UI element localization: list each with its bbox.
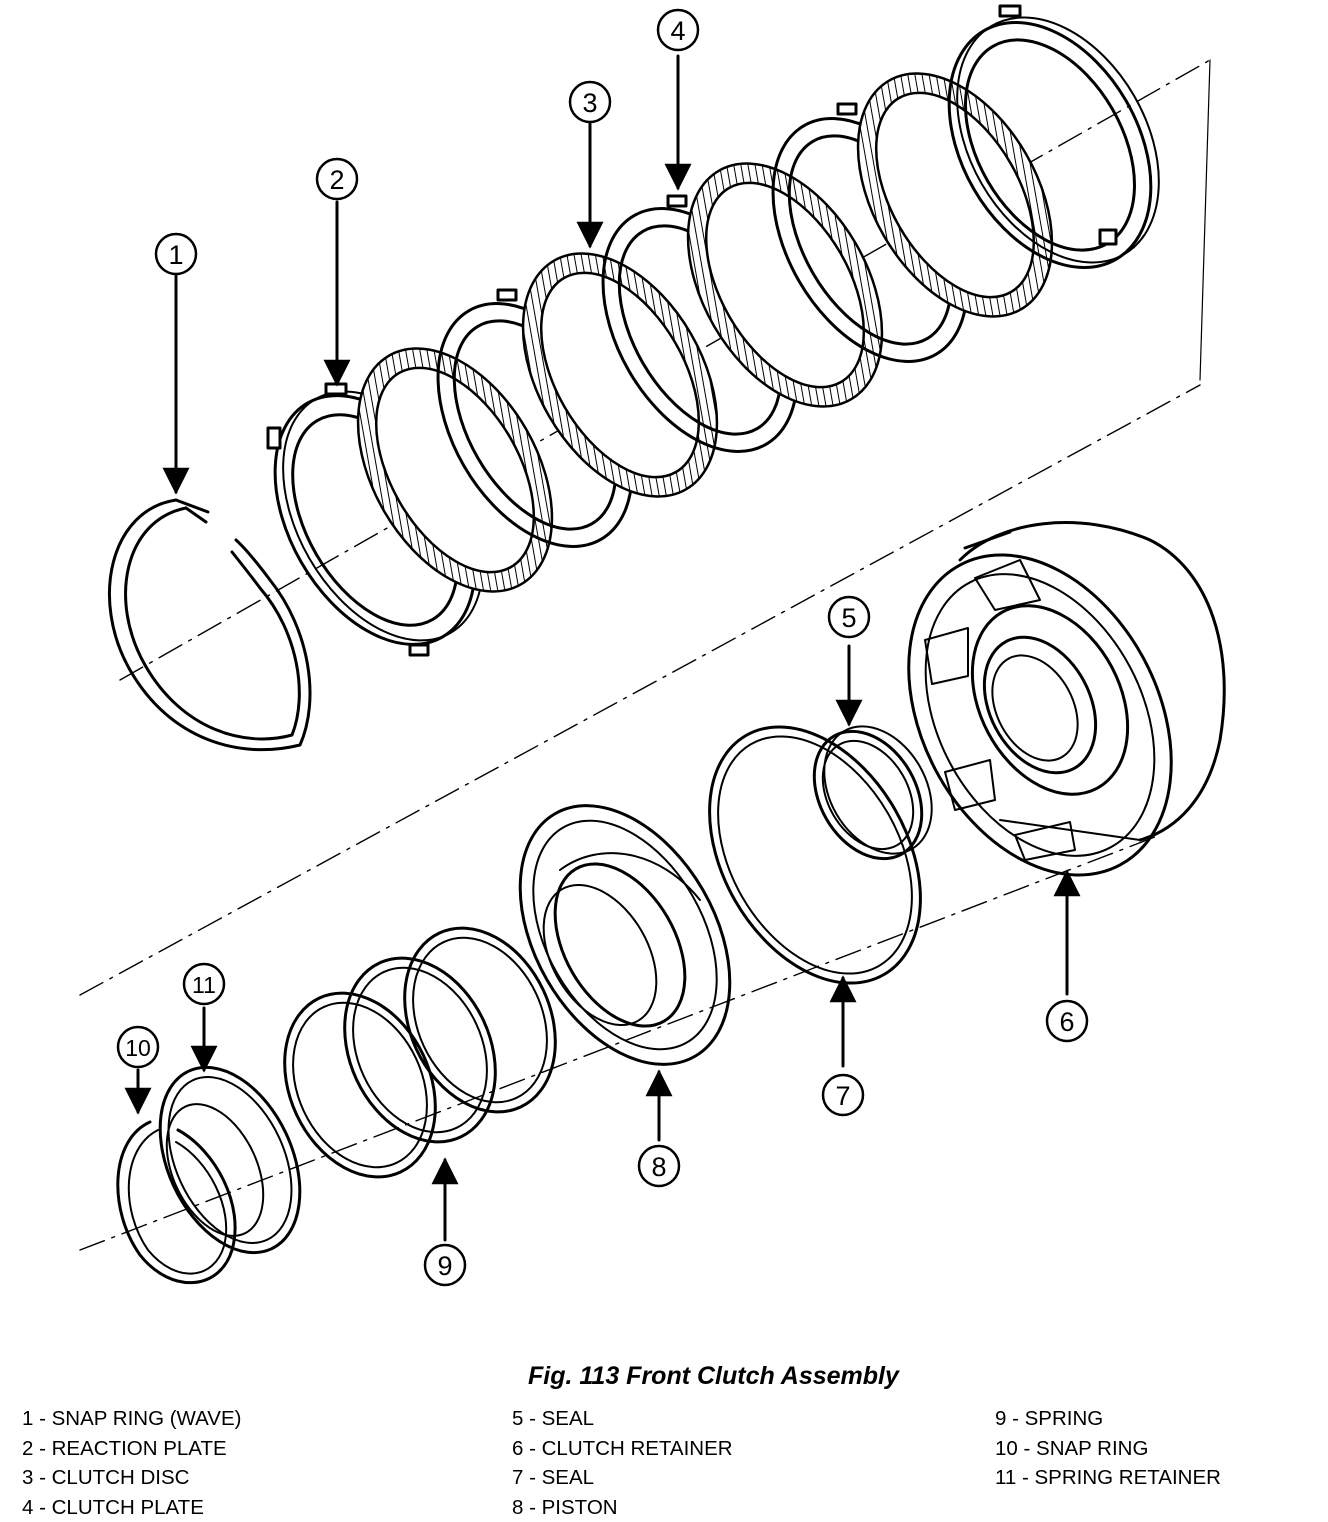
exploded-view-diagram: 1 2 3 4 5 6 7 8 9 10 11 [0,0,1328,1350]
callout-number-11: 11 [192,972,216,998]
upper-frame-edge [1200,60,1210,380]
legend-item-spring-retainer: 11 - SPRING RETAINER [995,1463,1221,1493]
legend-item-clutch-retainer: 6 - CLUTCH RETAINER [512,1434,733,1464]
lower-centerline [80,835,1160,1250]
callout-number-10: 10 [125,1035,151,1061]
spring [256,903,584,1201]
spring-retainer [132,1045,327,1275]
callout-number-5: 5 [841,603,856,633]
snap-ring [118,1122,235,1283]
legend-item-piston: 8 - PISTON [512,1493,733,1522]
legend-item-reaction-plate: 2 - REACTION PLATE [22,1434,241,1464]
legend-column-1: 1 - SNAP RING (WAVE) 2 - REACTION PLATE … [22,1404,241,1522]
piston [477,769,773,1101]
legend-item-seal-5: 5 - SEAL [512,1404,733,1434]
callout-number-1: 1 [168,240,183,270]
callout-number-9: 9 [437,1251,452,1281]
snap-ring-wave [109,500,310,750]
legend-column-3: 9 - SPRING 10 - SNAP RING 11 - SPRING RE… [995,1404,1221,1493]
outer-seal [666,689,963,1020]
legend-column-2: 5 - SEAL 6 - CLUTCH RETAINER 7 - SEAL 8 … [512,1404,733,1522]
legend-item-seal-7: 7 - SEAL [512,1463,733,1493]
callout-number-2: 2 [329,165,344,195]
legend-item-spring: 9 - SPRING [995,1404,1221,1434]
legend-item-clutch-plate: 4 - CLUTCH PLATE [22,1493,241,1522]
callout-number-8: 8 [651,1152,666,1182]
clutch-retainer [856,510,1224,921]
legend-item-snap-ring: 10 - SNAP RING [995,1434,1221,1464]
callout-number-4: 4 [670,16,685,46]
callout-number-6: 6 [1059,1007,1074,1037]
legend-item-clutch-disc: 3 - CLUTCH DISC [22,1463,241,1493]
callout-number-7: 7 [835,1081,850,1111]
legend-item-snap-ring-wave: 1 - SNAP RING (WAVE) [22,1404,241,1434]
callout-number-3: 3 [582,88,597,118]
figure-caption: Fig. 113 Front Clutch Assembly [528,1362,899,1391]
